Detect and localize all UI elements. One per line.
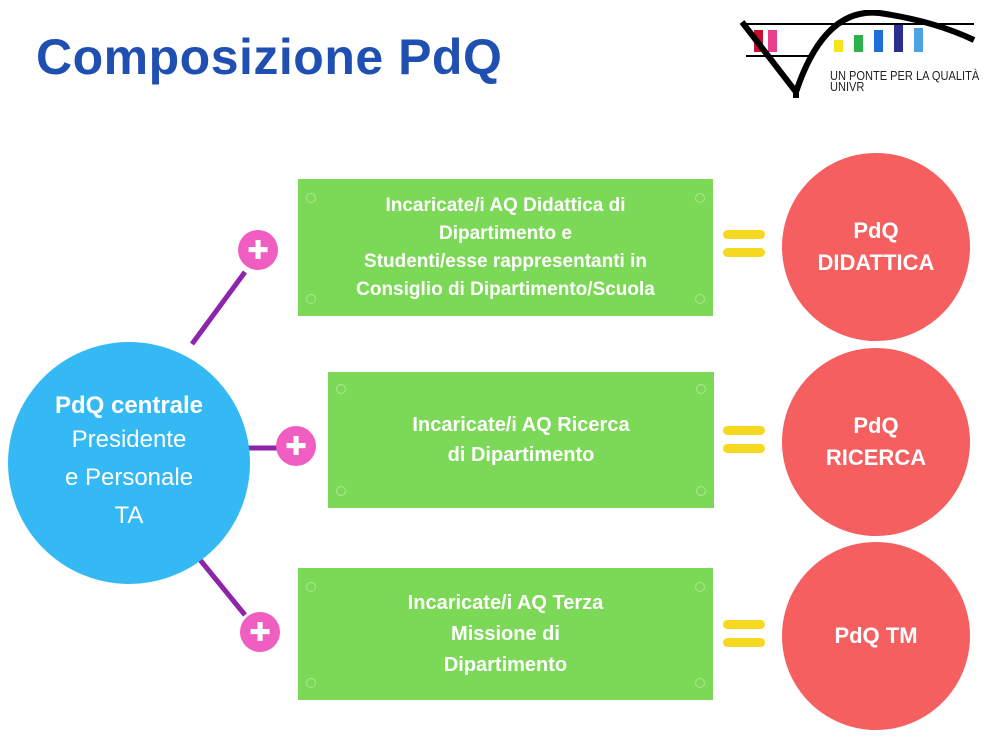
corner-dot (695, 582, 705, 592)
box-line: Dipartimento e (438, 222, 573, 244)
connector-top (189, 270, 248, 346)
box-aq-didattica: Incaricate/i AQ Didattica di Dipartiment… (298, 179, 713, 316)
corner-dot (306, 193, 316, 203)
corner-dot (695, 294, 705, 304)
corner-dot (306, 294, 316, 304)
box-aq-terza-missione: Incaricate/i AQ Terza Missione di Dipart… (298, 568, 713, 700)
result-line: PdQ (853, 413, 899, 438)
result-line: PdQ (853, 218, 899, 243)
logo-bar (854, 35, 863, 52)
box-aq-ricerca: Incaricate/i AQ Ricerca di Dipartimento (328, 372, 714, 508)
box-line: Dipartimento (443, 653, 568, 676)
equals-icon (723, 620, 765, 647)
corner-dot (695, 678, 705, 688)
corner-dot (696, 486, 706, 496)
corner-dot (696, 384, 706, 394)
box-line: Incaricate/i AQ Ricerca (412, 414, 630, 436)
corner-dot (306, 678, 316, 688)
pdq-didattica-circle: PdQ DIDATTICA (782, 153, 970, 341)
page-title: Composizione PdQ (36, 29, 503, 85)
box-line: Incaricate/i AQ Terza (407, 591, 604, 614)
center-line-3: TA (114, 502, 144, 529)
logo-bar (914, 28, 923, 52)
corner-dot (336, 486, 346, 496)
corner-dot (695, 193, 705, 203)
logo-tagline: UN PONTE PER LA QUALITÀ UNIVR (830, 68, 980, 94)
pdq-ricerca-circle: PdQ RICERCA (782, 348, 970, 536)
box-line: Missione di (451, 622, 560, 645)
box-line: di Dipartimento (447, 444, 595, 466)
logo-bar (834, 40, 843, 52)
center-title: PdQ centrale (54, 392, 204, 419)
logo-bar (894, 25, 903, 52)
logo-bar (874, 30, 883, 52)
box-line: Consiglio di Dipartimento/Scuola (356, 278, 655, 300)
box-line: Studenti/esse rappresentanti in (364, 250, 647, 272)
result-line: DIDATTICA (817, 250, 935, 275)
pdq-central-circle: PdQ centrale Presidente e Personale TA (8, 342, 250, 584)
equals-icon (723, 230, 765, 257)
equals-icon (723, 426, 765, 453)
corner-dot (336, 384, 346, 394)
bridge-logo (739, 10, 976, 99)
plus-icon: ✚ (240, 612, 280, 652)
center-line-1: Presidente (71, 426, 187, 453)
corner-dot (306, 582, 316, 592)
box-line: Incaricate/i AQ Didattica di (385, 194, 626, 216)
pdq-tm-circle: PdQ TM (782, 542, 970, 730)
center-line-2: e Personale (64, 464, 194, 491)
result-line: RICERCA (825, 445, 927, 470)
plus-icon: ✚ (276, 426, 316, 466)
result-line: PdQ TM (834, 623, 918, 648)
plus-icon: ✚ (238, 230, 278, 270)
connector-bottom (190, 548, 247, 617)
logo-bar (768, 30, 777, 52)
